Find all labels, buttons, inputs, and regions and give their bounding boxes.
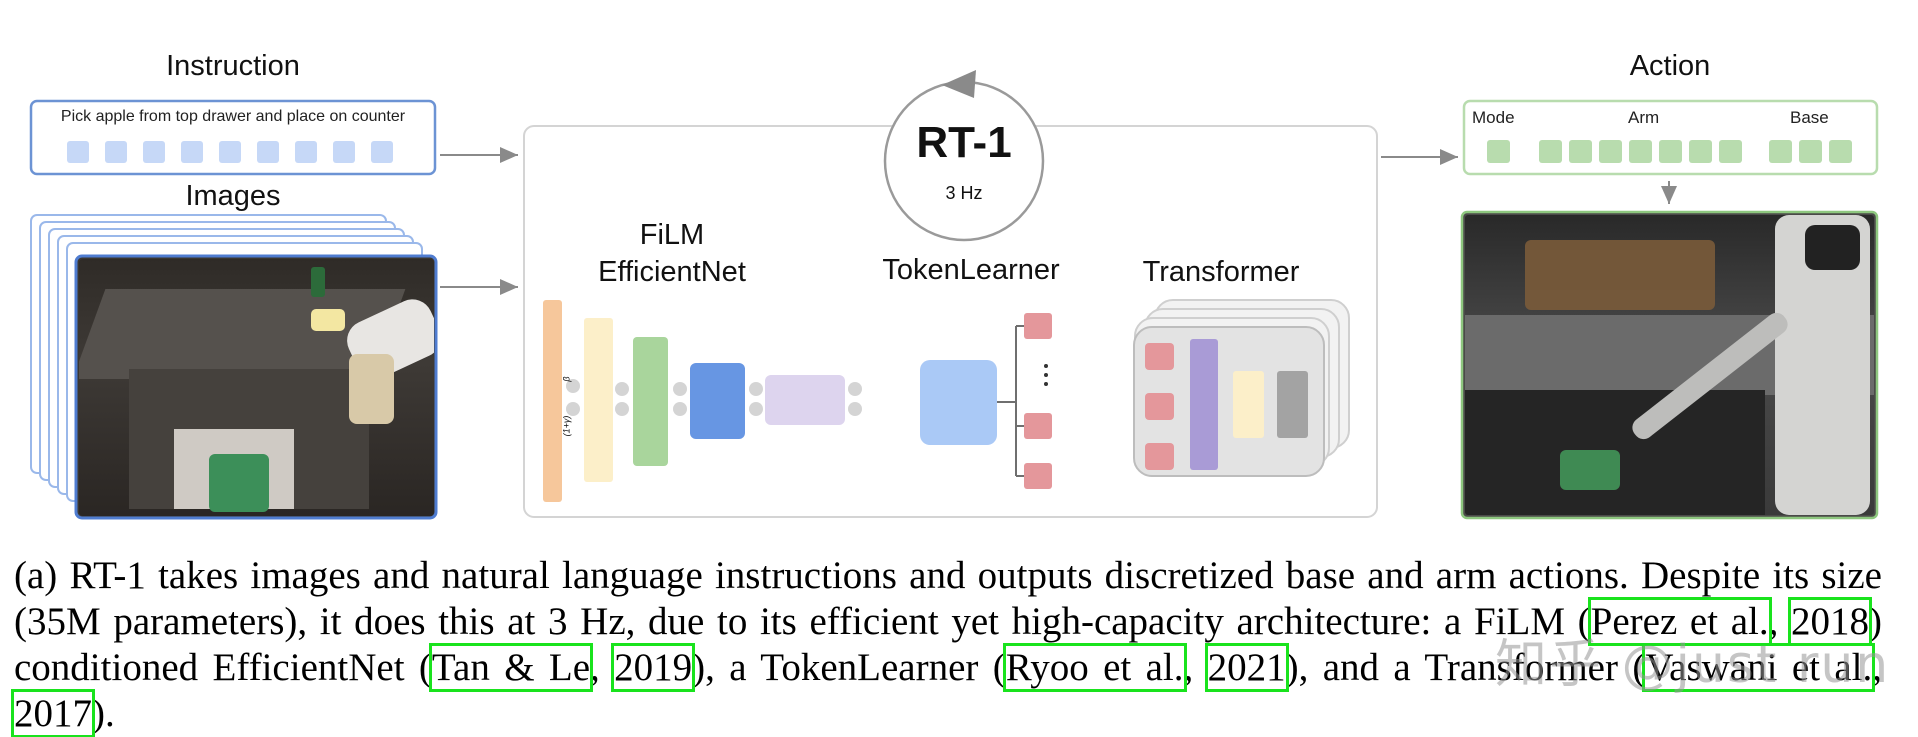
input-layer xyxy=(543,300,562,502)
action-title: Action xyxy=(1629,50,1711,82)
caption-text: ). xyxy=(92,692,115,735)
efficientnet-block-1 xyxy=(633,337,668,466)
connector-dots-1 xyxy=(615,382,687,416)
citation-ryoo-year[interactable]: 2021 xyxy=(1204,643,1289,692)
instruction-tokens xyxy=(67,141,393,163)
tokenlearner-label: TokenLearner xyxy=(882,254,1060,286)
efficientnet-label: EfficientNet xyxy=(598,256,746,288)
sponge xyxy=(311,309,345,331)
citation-vaswani-authors[interactable]: Vaswani et al. xyxy=(1642,643,1876,692)
instruction-text: Pick apple from top drawer and place on … xyxy=(60,108,406,125)
learned-tokens xyxy=(1024,313,1052,489)
caption-text: ) conditioned EfficientNet ( xyxy=(14,600,1882,689)
caption-separator: , xyxy=(590,646,615,689)
citation-perez-year[interactable]: 2018 xyxy=(1788,597,1872,646)
film-ops xyxy=(566,379,580,416)
connector-dots-2 xyxy=(749,382,763,416)
film-label: FiLM xyxy=(639,219,705,251)
caption-text: ), and a Transformer ( xyxy=(1285,646,1646,689)
ellipsis-dots xyxy=(1044,364,1048,386)
efficientnet-block-3 xyxy=(765,375,845,425)
transformer-output xyxy=(1277,371,1308,438)
figure-caption: (a) RT-1 takes images and natural langua… xyxy=(11,553,1882,737)
model-rate: 3 Hz xyxy=(945,183,983,203)
transformer-label: Transformer xyxy=(1142,256,1300,288)
transformer-attention xyxy=(1190,339,1218,470)
caption-text: ), a TokenLearner ( xyxy=(692,646,1006,689)
cycle-arrow-icon xyxy=(942,70,976,98)
camera-image xyxy=(79,259,434,516)
film-equation-gamma: (1+γ) xyxy=(561,415,572,437)
tokenlearner-tree xyxy=(997,325,1024,477)
instruction-title: Instruction xyxy=(166,50,300,82)
citation-ryoo-authors[interactable]: Ryoo et al. xyxy=(1002,643,1187,692)
chip-bag xyxy=(209,454,269,512)
transformer-input-tokens xyxy=(1145,343,1174,470)
action-base-label: Base xyxy=(1790,108,1829,127)
citation-tan-year[interactable]: 2019 xyxy=(611,643,696,692)
citation-perez-authors[interactable]: Perez et al. xyxy=(1587,597,1772,646)
connector-dots-3 xyxy=(848,382,862,416)
drawer-chip-bag xyxy=(1560,450,1620,490)
citation-vaswani-year[interactable]: 2017 xyxy=(11,689,95,737)
action-arm-label: Arm xyxy=(1628,108,1660,127)
film-equation-beta: β xyxy=(561,376,572,382)
watermark: 知乎 @just run xyxy=(1495,635,1891,695)
caption-separator: , xyxy=(1183,646,1208,689)
caption-separator: , xyxy=(1872,646,1882,689)
model-name: RT-1 xyxy=(916,118,1012,167)
action-mode-label: Mode xyxy=(1472,108,1515,127)
caption-separator: , xyxy=(1768,600,1791,643)
citation-tan-authors[interactable]: Tan & Le xyxy=(428,643,594,692)
tokenlearner-block xyxy=(920,360,997,445)
action-tokens xyxy=(1487,140,1852,163)
images-title: Images xyxy=(185,180,281,212)
efficientnet-block-2 xyxy=(690,363,745,439)
film-layer xyxy=(584,318,613,482)
caption-text: (a) RT-1 takes images and natural langua… xyxy=(14,554,1882,643)
transformer-ffn xyxy=(1233,371,1264,438)
robot-photo xyxy=(1465,215,1874,515)
can xyxy=(311,267,325,297)
